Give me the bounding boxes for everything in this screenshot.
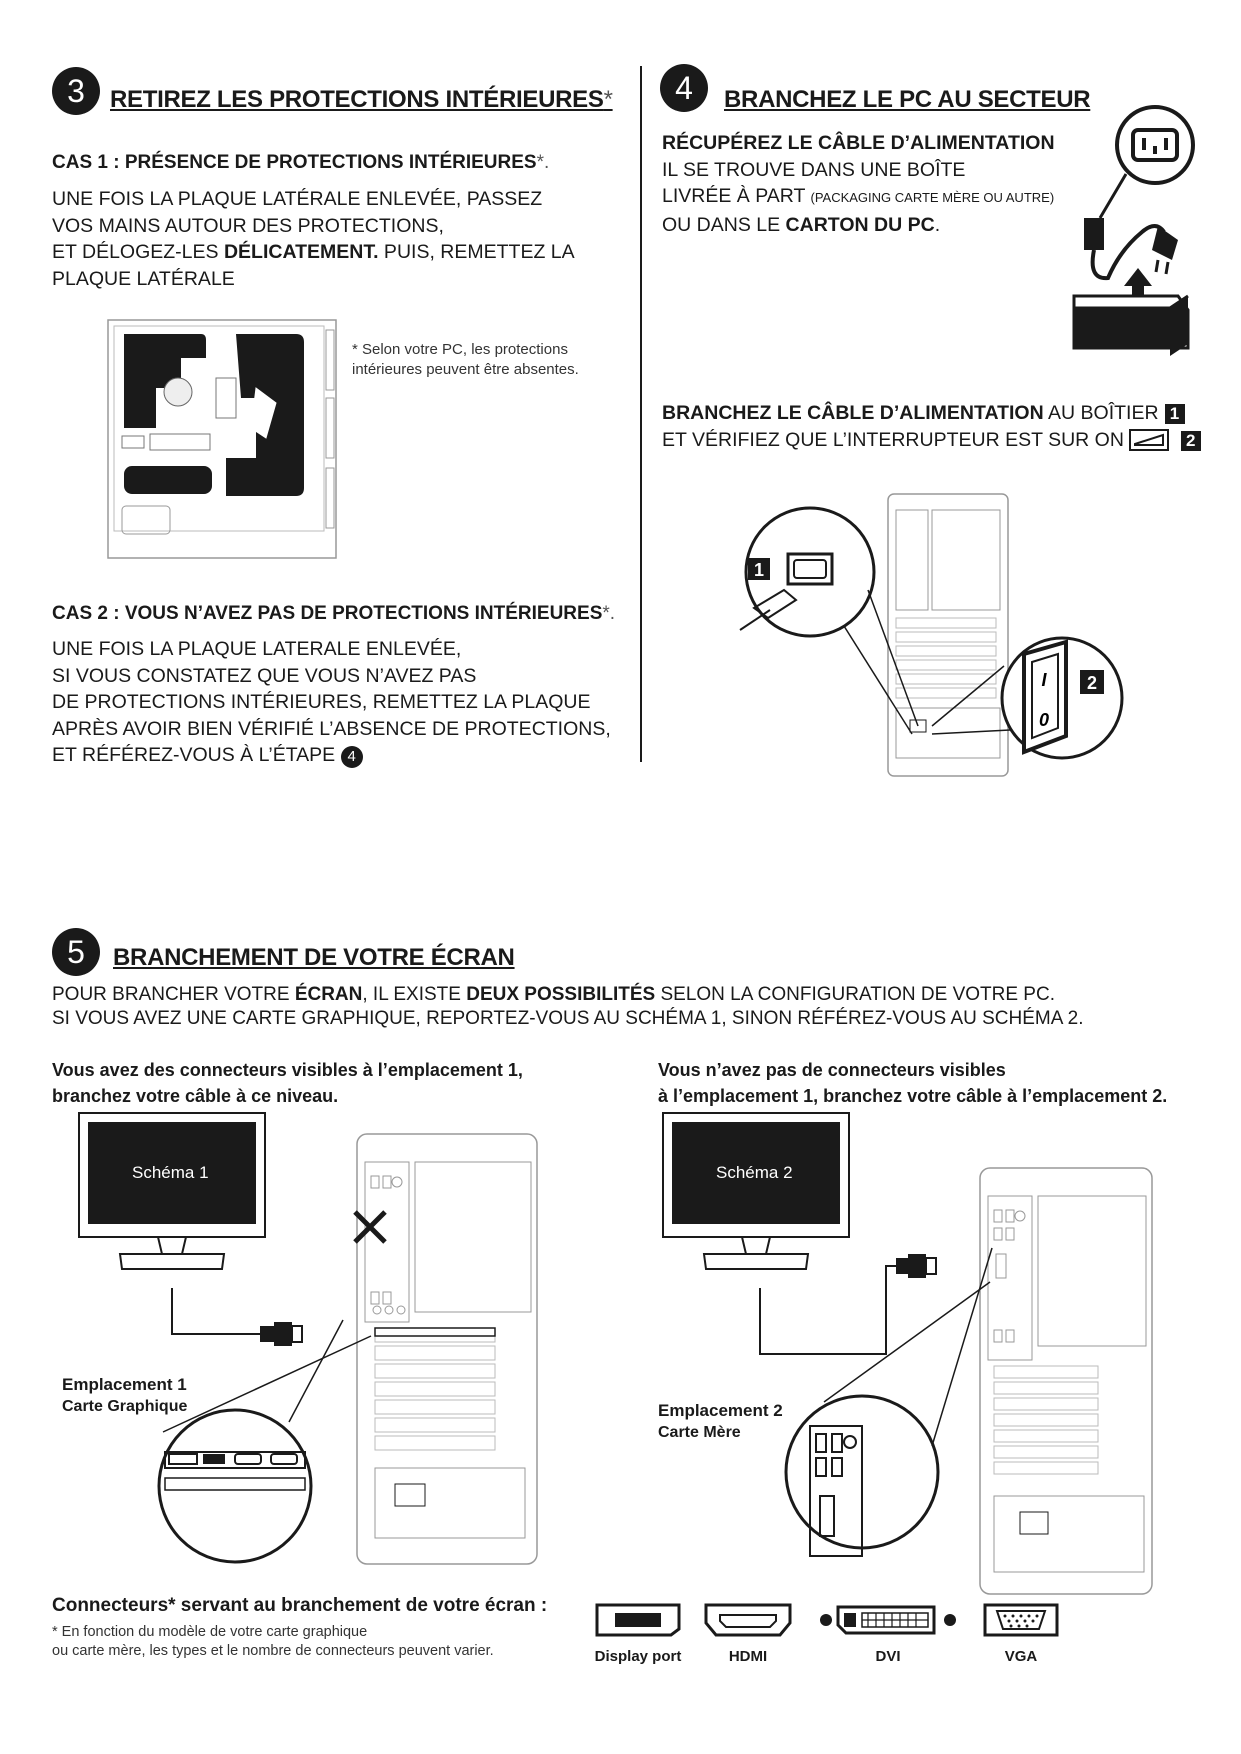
step-number-3: 3: [52, 67, 100, 115]
connector-label-dvi: DVI: [875, 1648, 901, 1665]
location-2-label: Emplacement 2 Carte Mère: [658, 1401, 783, 1441]
protections-note: * Selon votre PC, les protections intéri…: [352, 341, 579, 378]
hdmi-cable-2: [759, 1254, 937, 1355]
step-number-4: 4: [660, 64, 708, 112]
step3-title: RETIREZ LES PROTECTIONS INTÉRIEURES*: [110, 86, 613, 113]
hdmi-cable-1: [171, 1288, 303, 1346]
connectors-title: Connecteurs* servant au branchement de v…: [52, 1595, 548, 1616]
pc-side-protections-illustration: [107, 319, 337, 559]
connector-label-hdmi: HDMI: [728, 1648, 768, 1665]
switch-on-label: I: [1041, 670, 1047, 690]
case2-title: CAS 2 : VOUS N’AVEZ PAS DE PROTECTIONS I…: [52, 603, 616, 624]
case1-title: CAS 1 : PRÉSENCE DE PROTECTIONS INTÉRIEU…: [52, 152, 550, 173]
monitor-2: [662, 1112, 850, 1270]
step4-plug-text: BRANCHEZ LE CÂBLE D’ALIMENTATION AU BOÎT…: [662, 400, 1201, 453]
pc-back-schema-1: [157, 1133, 538, 1565]
step-ref-badge: 4: [340, 746, 363, 768]
case2-text: UNE FOIS LA PLAQUE LATERALE ENLEVÉE, SI …: [52, 638, 611, 768]
pc-back-power-illustration: 1 2 I 0: [739, 493, 1124, 777]
step5-title: BRANCHEMENT DE VOTRE ÉCRAN: [113, 944, 515, 971]
vga-icon: [983, 1603, 1059, 1637]
location-1-label: Emplacement 1 Carte Graphique: [62, 1375, 188, 1415]
power-cable-box-illustration: [1072, 105, 1195, 356]
step5-intro: POUR BRANCHER VOTRE ÉCRAN, IL EXISTE DEU…: [52, 984, 1084, 1029]
displayport-icon: [595, 1603, 681, 1637]
column-divider: [640, 66, 642, 762]
step-number-5: 5: [52, 928, 100, 976]
case1-text: UNE FOIS LA PLAQUE LATÉRALE ENLEVÉE, PAS…: [52, 188, 575, 290]
pc-back-schema-2: [784, 1167, 1153, 1595]
step4-text: RÉCUPÉREZ LE CÂBLE D’ALIMENTATION IL SE …: [662, 132, 1055, 236]
step4-title: BRANCHEZ LE PC AU SECTEUR: [724, 86, 1091, 113]
switch-off-label: 0: [1039, 710, 1049, 730]
schema-2-label: Schéma 2: [716, 1163, 793, 1182]
badge-2-zoom: 2: [1087, 673, 1097, 693]
dvi-icon: [820, 1605, 956, 1635]
right-heading: Vous n’avez pas de connecteurs visibles …: [658, 1060, 1168, 1106]
monitor-1: [78, 1112, 266, 1270]
schema-1-label: Schéma 1: [132, 1163, 209, 1182]
connector-label-vga: VGA: [1004, 1648, 1038, 1665]
switch-on-icon: [1129, 429, 1170, 452]
badge-1-zoom: 1: [754, 560, 764, 580]
connectors-note: * En fonction du modèle de votre carte g…: [52, 1624, 494, 1659]
connector-label-displayport: Display port: [594, 1648, 682, 1665]
badge-1: 1: [1164, 404, 1185, 424]
badge-2: 2: [1180, 430, 1201, 451]
left-heading: Vous avez des connecteurs visibles à l’e…: [52, 1060, 523, 1106]
hdmi-icon: [704, 1603, 792, 1637]
